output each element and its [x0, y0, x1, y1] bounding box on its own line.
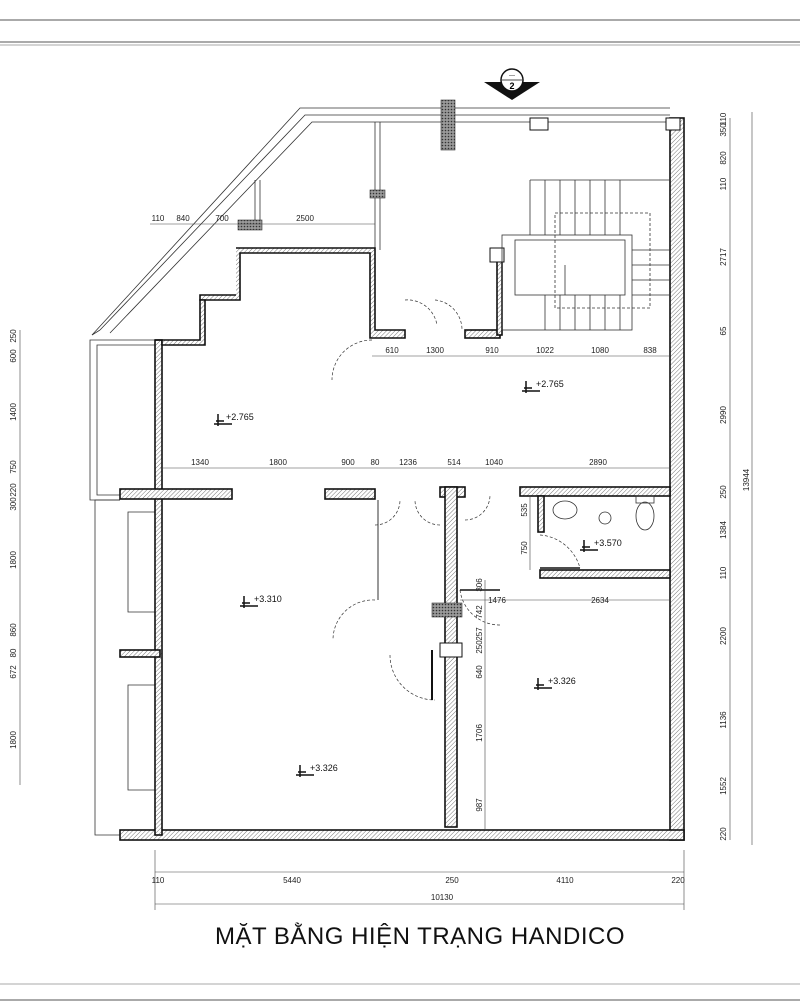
dim-label: 1080 — [591, 346, 609, 355]
dim-label: 1800 — [9, 731, 18, 749]
svg-text:+3.326: +3.326 — [310, 763, 338, 773]
dim-label: 2990 — [719, 406, 728, 424]
svg-text:+3.570: +3.570 — [594, 538, 622, 548]
dim-label: 535 — [520, 503, 529, 517]
dim-label: 250 — [9, 329, 18, 343]
bathroom-fixtures — [552, 495, 655, 531]
dim-label: 110 — [719, 177, 728, 190]
sink-icon — [552, 500, 578, 520]
dim-label: 220 — [671, 876, 685, 885]
dim-label: 672 — [9, 665, 18, 679]
dim-label: 750 — [9, 460, 18, 474]
dim-label: 640 — [475, 665, 484, 679]
dim-label: 65 — [719, 326, 728, 335]
dim-label: 1476 — [488, 596, 506, 605]
dim-label: 110 — [719, 112, 728, 125]
dim-label: 610 — [385, 346, 399, 355]
section-marker-top: --- — [509, 73, 515, 79]
dim-label: 306 — [475, 578, 484, 592]
dim-label: 1300 — [426, 346, 444, 355]
dim-label: 110 — [152, 214, 165, 223]
dim-label: 250 — [445, 876, 459, 885]
dim-label: 2634 — [591, 596, 609, 605]
level-markers: +2.765 +2.765 +3.310 +3.570 +3.326 +3.32… — [214, 379, 622, 777]
dim-label: 350 — [719, 123, 728, 137]
dim-label: 80 — [9, 648, 18, 657]
dim-label: 110 — [719, 566, 728, 579]
dim-label: 2500 — [296, 214, 314, 223]
floor-drain-icon — [598, 511, 612, 525]
level-marker: +2.765 — [214, 412, 254, 426]
dim-label: 900 — [341, 458, 355, 467]
dim-label: 2717 — [719, 248, 728, 266]
dim-label: 2200 — [719, 627, 728, 645]
dim-label: 2890 — [589, 458, 607, 467]
dim-label: 110 — [152, 876, 165, 885]
dim-label: 1800 — [9, 551, 18, 569]
wall-left-lower — [154, 489, 163, 836]
section-marker-number: 2 — [509, 81, 514, 91]
svg-text:+2.765: +2.765 — [226, 412, 254, 422]
dim-total-bottom: 10130 — [431, 893, 454, 902]
dim-label: 1706 — [475, 724, 484, 742]
dim-label: 250 — [475, 640, 484, 654]
level-marker: +2.765 — [522, 379, 564, 393]
sheet-frame — [0, 19, 800, 1001]
dim-label: 987 — [475, 798, 484, 812]
level-marker: +3.310 — [240, 594, 282, 608]
dim-label: 220 — [719, 827, 728, 841]
level-marker: +3.326 — [534, 676, 576, 690]
walls — [119, 99, 685, 841]
dim-label: 80 — [371, 458, 380, 467]
dim-label: 700 — [215, 214, 229, 223]
wall-right — [669, 117, 685, 841]
dim-label: 1800 — [269, 458, 287, 467]
dim-label: 1022 — [536, 346, 554, 355]
dim-total-right: 13944 — [742, 468, 751, 491]
dim-label: 1340 — [191, 458, 209, 467]
dim-label: 1136 — [719, 711, 728, 729]
dim-label: 250 — [719, 485, 728, 499]
dim-label: 820 — [719, 151, 728, 165]
staircase — [501, 179, 670, 331]
wall-left-upper — [154, 339, 163, 491]
dim-label: 840 — [176, 214, 190, 223]
dimension-lines — [19, 112, 753, 910]
dim-label: 1552 — [719, 777, 728, 795]
svg-text:+3.310: +3.310 — [254, 594, 282, 604]
level-marker: +3.570 — [580, 538, 622, 552]
dim-label: 910 — [485, 346, 499, 355]
dim-label: 1040 — [485, 458, 503, 467]
dim-label: 600 — [9, 349, 18, 363]
dim-label: 1236 — [399, 458, 417, 467]
toilet-icon — [635, 501, 655, 531]
level-marker: +3.326 — [296, 763, 338, 777]
wall-bottom — [119, 829, 685, 841]
dim-label: 1384 — [719, 521, 728, 539]
dim-label: 860 — [9, 623, 18, 637]
dim-label: 1400 — [9, 403, 18, 421]
dim-label: 838 — [643, 346, 657, 355]
dimension-labels: 110 840 700 2500 610 1300 910 1022 1080 … — [9, 112, 751, 902]
svg-text:+2.765: +2.765 — [536, 379, 564, 389]
dim-label: 514 — [447, 458, 461, 467]
dim-label: 300 — [9, 497, 18, 511]
dim-label: 750 — [520, 541, 529, 555]
dim-label: 742 — [475, 605, 484, 619]
dim-label: 5440 — [283, 876, 301, 885]
section-marker: --- 2 — [484, 68, 540, 100]
svg-text:+3.326: +3.326 — [548, 676, 576, 686]
dim-label: 4110 — [556, 876, 574, 885]
dim-label: 257 — [475, 627, 484, 641]
doors — [331, 299, 581, 701]
drawing-title: MẶT BẰNG HIỆN TRẠNG HANDICO — [215, 922, 625, 950]
dim-label: 220 — [9, 483, 18, 497]
